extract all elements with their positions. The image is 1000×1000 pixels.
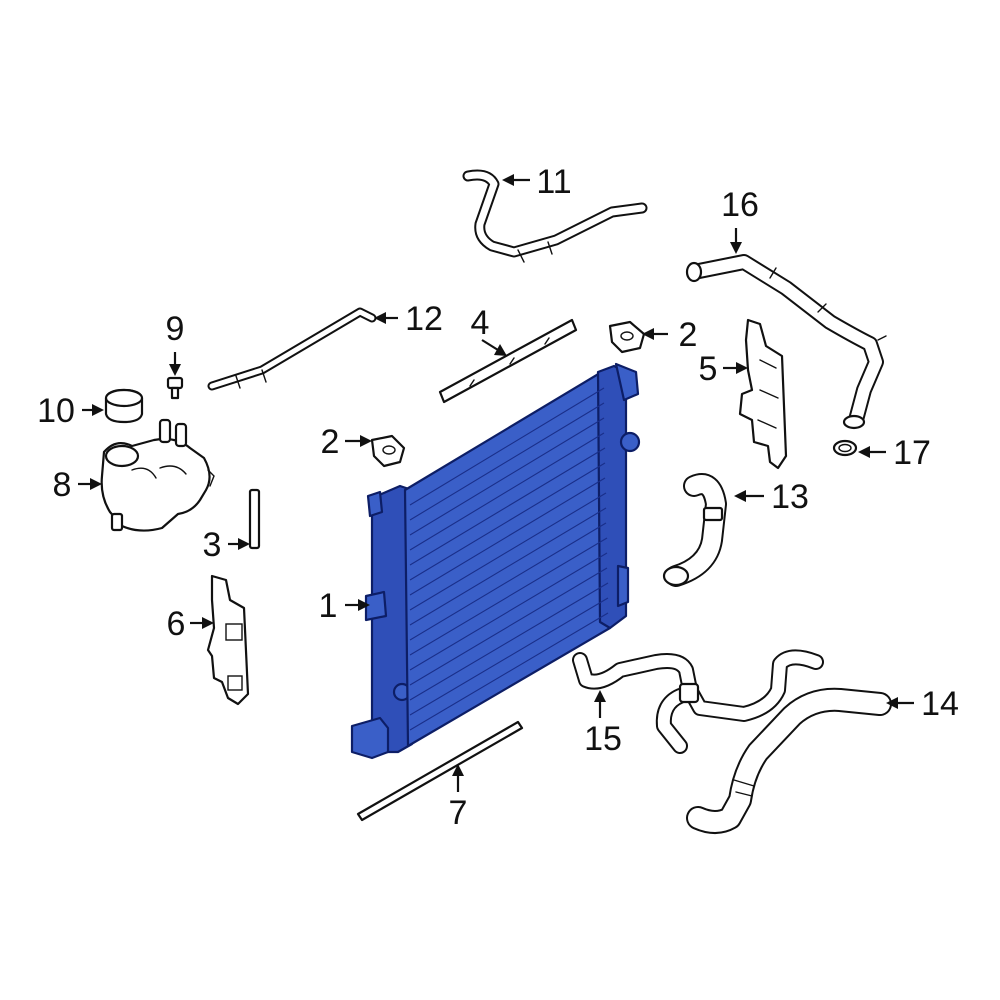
reservoir-cap[interactable]	[104, 388, 144, 424]
callout-14: 14	[886, 685, 959, 723]
callout-13: 13	[734, 478, 809, 516]
callout-2-right-label: 2	[679, 316, 698, 354]
callout-8: 8	[53, 466, 102, 504]
callout-4-label: 4	[471, 304, 490, 342]
callout-3: 3	[203, 526, 250, 564]
callout-14-label: 14	[921, 685, 959, 723]
callout-6: 6	[167, 605, 214, 643]
callout-15-label: 15	[584, 720, 622, 758]
callout-17-label: 17	[893, 434, 931, 472]
callout-1: 1	[319, 587, 370, 625]
callout-7-label: 7	[449, 794, 468, 832]
radiator-fins	[409, 387, 609, 731]
callout-16: 16	[721, 186, 759, 254]
callout-4: 4	[471, 304, 507, 356]
radiator-mount-left[interactable]	[370, 434, 406, 468]
callout-3-label: 3	[203, 526, 222, 564]
air-deflector-left[interactable]	[206, 574, 250, 706]
callout-16-label: 16	[721, 186, 759, 224]
coolant-outlet-pipe[interactable]	[685, 254, 887, 430]
callout-2-right: 2	[642, 316, 697, 354]
callout-9: 9	[166, 310, 185, 376]
callout-12-label: 12	[405, 300, 443, 338]
callout-9-label: 9	[166, 310, 185, 348]
callout-8-label: 8	[53, 466, 72, 504]
heater-pipe[interactable]	[207, 307, 377, 391]
callout-1-label: 1	[319, 587, 338, 625]
callout-10: 10	[37, 392, 104, 430]
o-ring[interactable]	[832, 439, 858, 457]
coolant-reservoir[interactable]	[100, 418, 215, 532]
side-seal[interactable]	[248, 488, 261, 550]
radiator-mount-right[interactable]	[608, 320, 646, 354]
callout-17: 17	[858, 434, 931, 472]
callout-6-label: 6	[167, 605, 186, 643]
callout-10-label: 10	[37, 392, 75, 430]
radiator[interactable]	[350, 362, 641, 760]
callout-2-left-label: 2	[321, 423, 340, 461]
bypass-hose[interactable]	[572, 649, 824, 754]
callout-15: 15	[584, 690, 622, 758]
callout-12: 12	[374, 300, 443, 338]
air-deflector-right[interactable]	[738, 318, 788, 470]
upper-coolant-pipe[interactable]	[462, 169, 648, 263]
callout-11: 11	[502, 163, 572, 201]
callout-5-label: 5	[699, 350, 718, 388]
callout-2-left: 2	[321, 423, 372, 461]
callout-13-label: 13	[771, 478, 809, 516]
callout-11-label: 11	[536, 163, 571, 201]
callout-5: 5	[699, 350, 748, 388]
upper-seal[interactable]	[438, 318, 578, 404]
callout-7: 7	[449, 764, 468, 832]
lower-radiator-hose[interactable]	[686, 687, 892, 834]
bolt[interactable]	[166, 376, 184, 400]
lower-seal[interactable]	[356, 720, 524, 822]
upper-radiator-hose[interactable]	[662, 473, 727, 587]
